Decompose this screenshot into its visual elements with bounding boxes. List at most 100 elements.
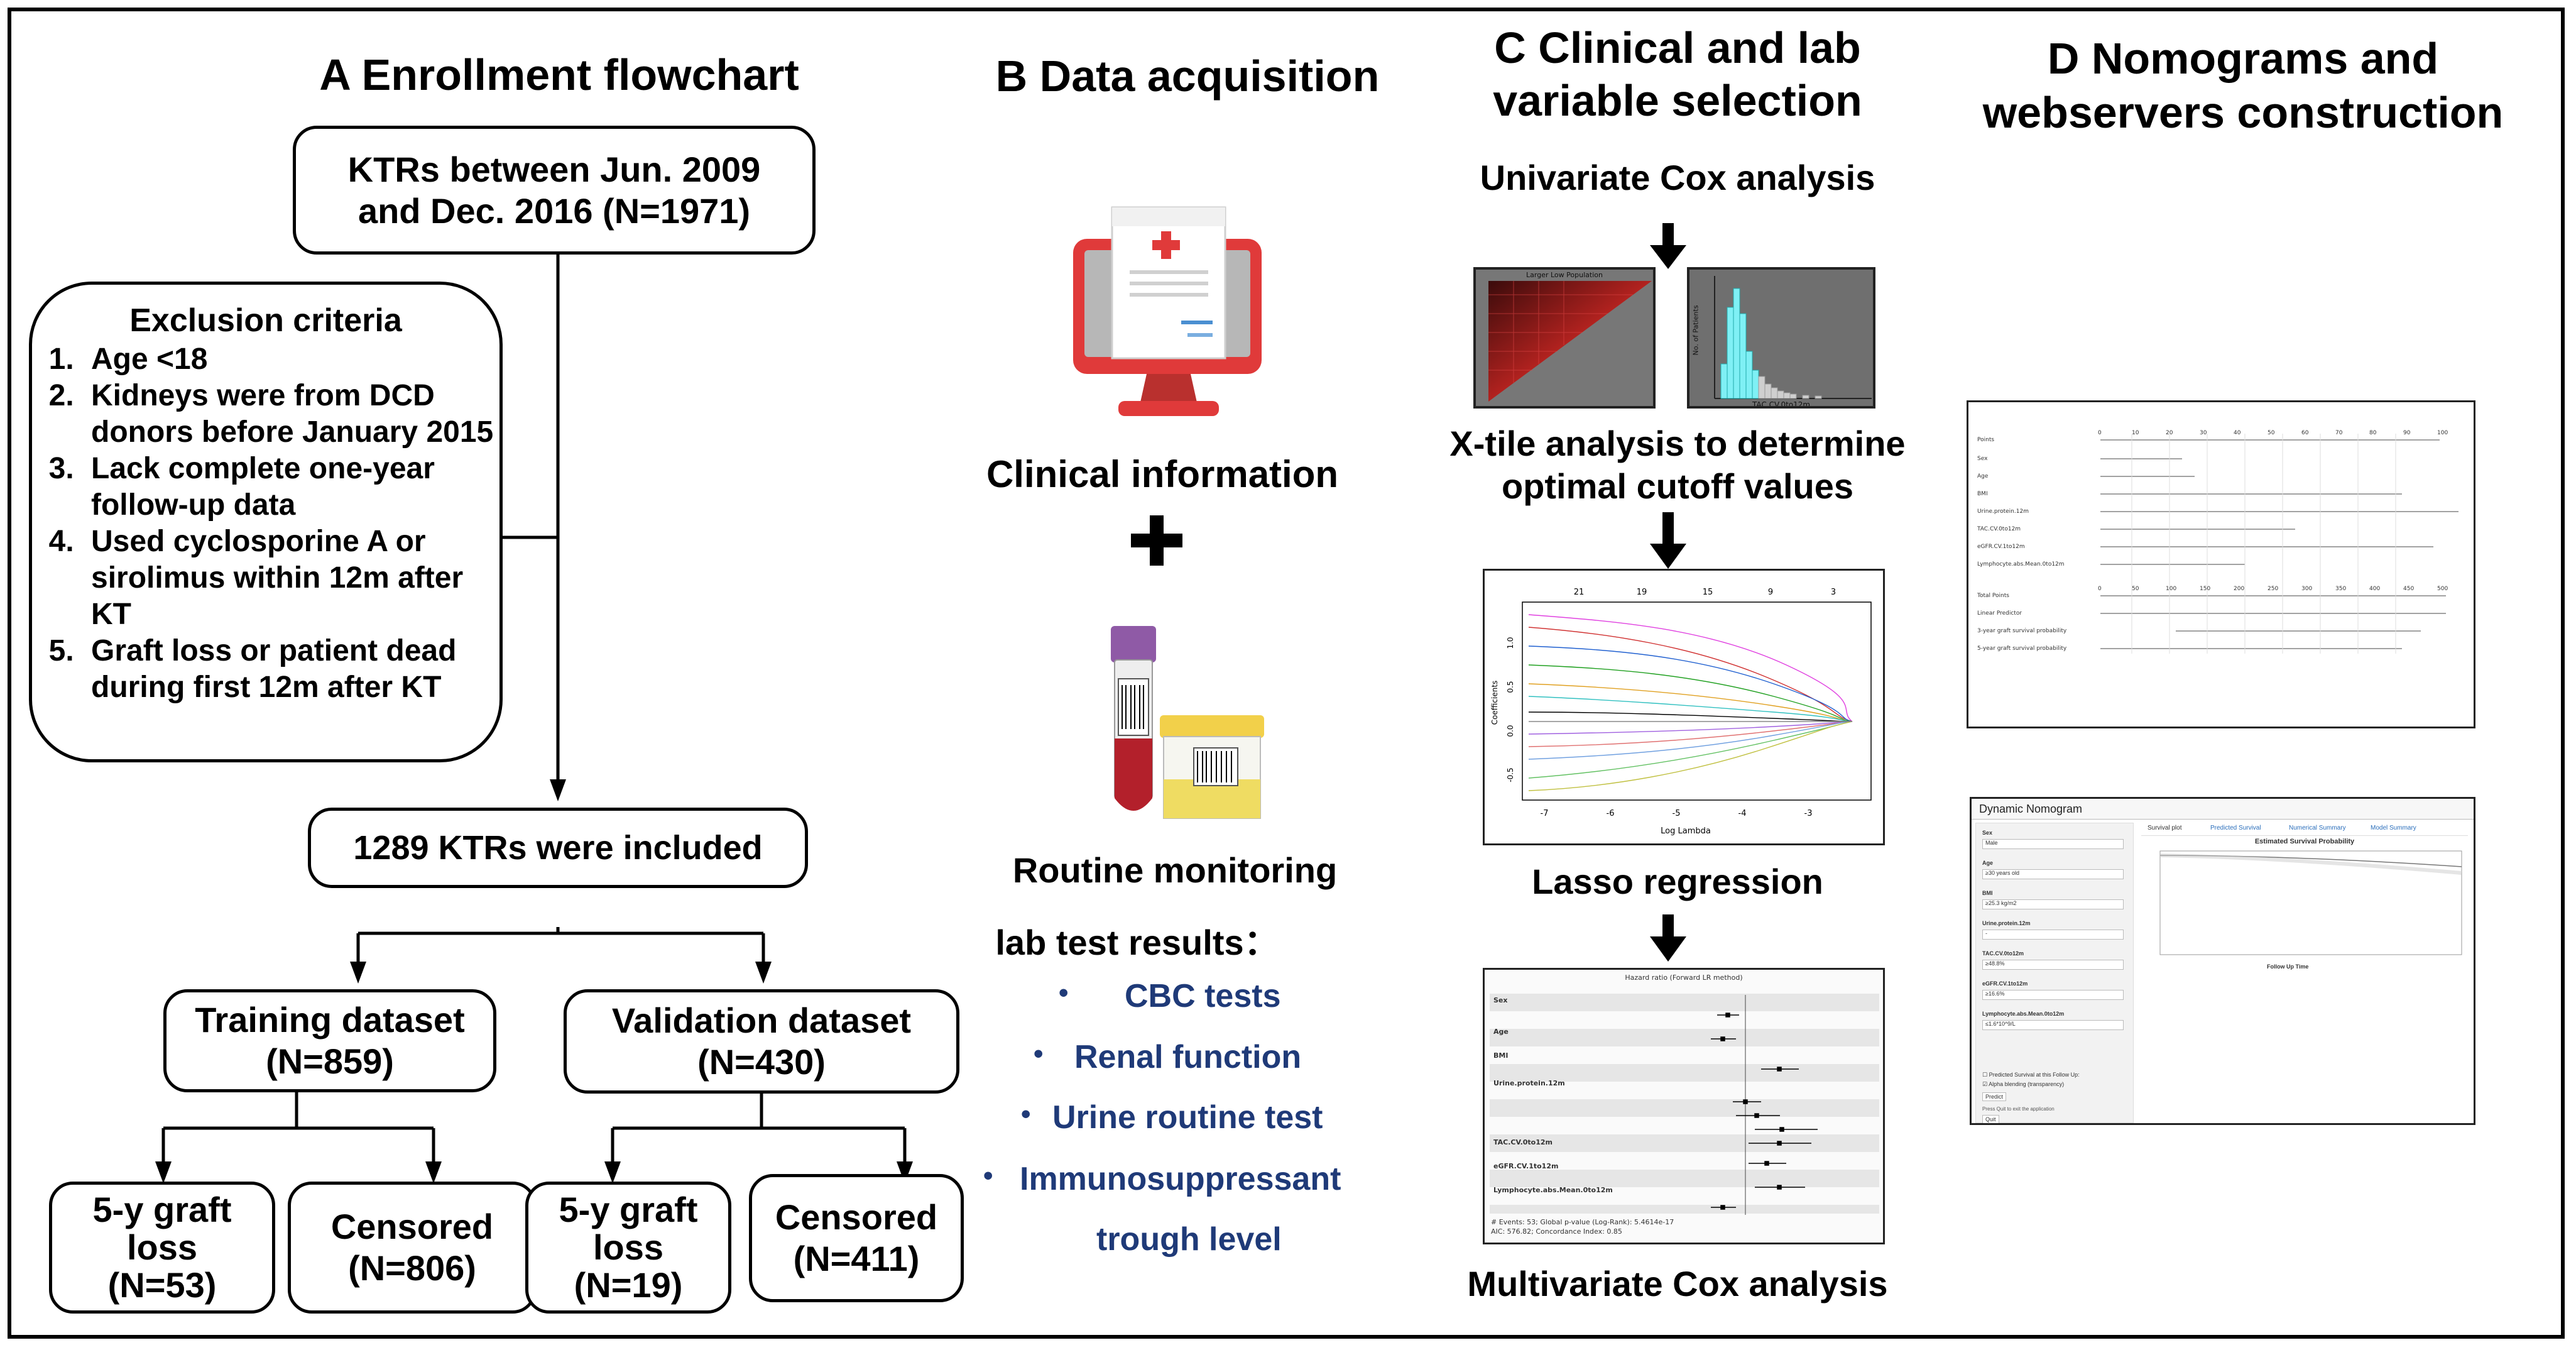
nomogram-total-tick: 200 xyxy=(2234,586,2245,592)
panel-d-title-line2: webservers construction xyxy=(1982,88,2504,137)
webserver-option-label: Predicted Survival at this Follow Up: xyxy=(1989,1072,2080,1078)
forest-rows-bg xyxy=(1490,994,1879,1214)
step-univariate-cox: Univariate Cox analysis xyxy=(1480,158,1875,197)
nomogram-row-label: 3-year graft survival probability xyxy=(1977,628,2067,634)
panel-a-title: A Enrollment flowchart xyxy=(319,50,799,99)
webserver-option[interactable]: ☐ Predicted Survival at this Follow Up: xyxy=(1982,1072,2080,1078)
nomogram-row-label: 5-year graft survival probability xyxy=(1977,645,2067,652)
nomogram-row-label: Points xyxy=(1977,437,1995,443)
webserver-field-label: eGFR.CV.1to12m xyxy=(1982,980,2028,987)
survival-plot xyxy=(2159,850,2462,955)
lasso-x-tick: -4 xyxy=(1738,809,1747,818)
forest-row-label: Urine.protein.12m xyxy=(1493,1079,1565,1087)
bullet: • xyxy=(1034,1038,1044,1069)
nomogram-row-label: Age xyxy=(1977,473,1989,480)
nomogram-points-tick: 60 xyxy=(2301,430,2309,436)
webserver-field-select[interactable]: ≥48.8% xyxy=(1982,960,2124,970)
nomogram-points-tick: 100 xyxy=(2437,430,2448,436)
plus-icon xyxy=(1131,515,1182,566)
tab-survival-plot[interactable]: Survival plot xyxy=(2148,825,2182,831)
webserver-header: Dynamic Nomogram xyxy=(1972,799,2474,820)
lab-item-urine: Urine routine test xyxy=(1052,1099,1323,1136)
nomogram-row-label: Lymphocyte.abs.Mean.0to12m xyxy=(1977,561,2065,568)
survival-plot-title: Estimated Survival Probability xyxy=(2254,838,2355,845)
nomogram-points-tick: 0 xyxy=(2098,430,2102,436)
quit-button[interactable]: Quit xyxy=(1982,1115,1999,1123)
forest-row-label: Lymphocyte.abs.Mean.0to12m xyxy=(1493,1186,1613,1194)
clinical-information-label: Clinical information xyxy=(986,453,1339,495)
bullet: • xyxy=(1021,1099,1031,1129)
webserver-field-label: BMI xyxy=(1982,890,1993,896)
training-n: (N=859) xyxy=(266,1041,394,1081)
forest-row-label: TAC.CV.0to12m xyxy=(1493,1138,1553,1146)
forest-row-label: eGFR.CV.1to12m xyxy=(1493,1162,1559,1170)
webserver-option-label: Alpha blending (transparency) xyxy=(1989,1081,2065,1087)
validation-title: Validation dataset xyxy=(611,1001,912,1040)
forest-row-label: Age xyxy=(1493,1028,1509,1036)
val-censored-box: Censored (N=411) xyxy=(749,1174,964,1302)
step-xtile-line1: X-tile analysis to determine xyxy=(1449,424,1906,463)
nomogram-row-label: Linear Predictor xyxy=(1977,610,2022,617)
val-graft-loss-box: 5-y graft loss (N=19) xyxy=(525,1182,731,1314)
bullet: • xyxy=(983,1160,993,1191)
forest-footer1: # Events: 53; Global p-value (Log-Rank):… xyxy=(1491,1218,1674,1226)
lasso-x-tick: -3 xyxy=(1804,809,1813,818)
validation-dataset-box: Validation dataset (N=430) xyxy=(564,989,959,1094)
tab-predicted-survival[interactable]: Predicted Survival xyxy=(2210,825,2261,831)
webserver-field-select[interactable]: Male xyxy=(1982,839,2124,849)
lasso-curves: 21 19 15 9 3 -7 -6 -5 -4 -3 Log Lambda 1… xyxy=(1490,588,1872,836)
panel-d-title-line1: D Nomograms and xyxy=(2047,34,2439,83)
webserver-field-select[interactable]: - xyxy=(1982,930,2124,940)
webserver-option[interactable]: ☑ Alpha blending (transparency) xyxy=(1982,1081,2065,1087)
tab-model-summary[interactable]: Model Summary xyxy=(2371,825,2416,831)
nomogram-total-tick: 150 xyxy=(2200,586,2211,592)
tab-numerical-summary[interactable]: Numerical Summary xyxy=(2289,825,2346,831)
figure-frame xyxy=(8,8,2565,1339)
nomogram-points-tick: 20 xyxy=(2166,430,2173,436)
webserver-field-select[interactable]: ≥16.6% xyxy=(1982,990,2124,1000)
included-text: 1289 KTRs were included xyxy=(353,829,763,867)
train-censored-box: Censored (N=806) xyxy=(288,1182,537,1314)
routine-monitoring-line2: lab test results： xyxy=(995,923,1279,962)
xtile-triangle-title: Larger Low Population xyxy=(1526,271,1603,279)
webserver-field-label: TAC.CV.0to12m xyxy=(1982,950,2024,957)
nomogram-points-tick: 30 xyxy=(2200,430,2207,436)
predict-button[interactable]: Predict xyxy=(1982,1092,2007,1101)
lab-item-renal: Renal function xyxy=(1074,1039,1302,1075)
lab-item-cbc: CBC tests xyxy=(1125,978,1281,1014)
train-loss-n: (N=53) xyxy=(107,1265,217,1305)
nomogram-points-tick: 40 xyxy=(2234,430,2241,436)
webserver-field-label: Lymphocyte.abs.Mean.0to12m xyxy=(1982,1011,2065,1017)
training-dataset-box: Training dataset (N=859) xyxy=(163,989,496,1092)
total-ktrs-line2: and Dec. 2016 (N=1971) xyxy=(357,190,751,231)
total-ktrs-box: KTRs between Jun. 2009 and Dec. 2016 (N=… xyxy=(293,126,816,255)
lasso-y-tick: 1.0 xyxy=(1506,637,1515,649)
xtile-histogram: TAC.CV.0to12m No. of Patients xyxy=(1687,267,1875,409)
nomogram-row-label: eGFR.CV.1to12m xyxy=(1977,544,2025,550)
webserver-tabs: Survival plot Predicted Survival Numeric… xyxy=(2141,823,2468,836)
nomogram-total-tick: 450 xyxy=(2403,586,2415,592)
step-xtile-line2: optimal cutoff values xyxy=(1501,466,1854,506)
nomogram-total-tick: 400 xyxy=(2369,586,2381,592)
webserver-field-select[interactable]: ≥25.3 kg/m2 xyxy=(1982,899,2124,909)
computer-record-icon xyxy=(1073,206,1262,416)
nomogram-points-tick: 80 xyxy=(2369,430,2377,436)
step-multivariate-cox: Multivariate Cox analysis xyxy=(1467,1264,1888,1303)
lasso-top-tick: 9 xyxy=(1768,588,1773,597)
lab-tubes-icon xyxy=(1111,626,1264,819)
validation-n: (N=430) xyxy=(697,1042,826,1082)
exclusion-title: Exclusion criteria xyxy=(129,302,402,339)
train-censored-title: Censored xyxy=(330,1207,494,1246)
lasso-top-tick: 3 xyxy=(1831,588,1836,597)
lab-item-trough: trough level xyxy=(1096,1221,1282,1258)
nomogram-total-tick: 500 xyxy=(2437,586,2448,592)
lasso-top-tick: 19 xyxy=(1637,588,1647,597)
routine-monitoring-line1: Routine monitoring xyxy=(1012,850,1338,890)
lasso-xlabel: Log Lambda xyxy=(1661,826,1711,836)
webserver-field-select[interactable]: ≥30 years old xyxy=(1982,869,2124,879)
nomogram-total-tick: 50 xyxy=(2132,586,2139,592)
panel-c-title-line1: C Clinical and lab xyxy=(1494,23,1861,72)
webserver-field-select[interactable]: ≤1.6*10^9/L xyxy=(1982,1020,2124,1030)
